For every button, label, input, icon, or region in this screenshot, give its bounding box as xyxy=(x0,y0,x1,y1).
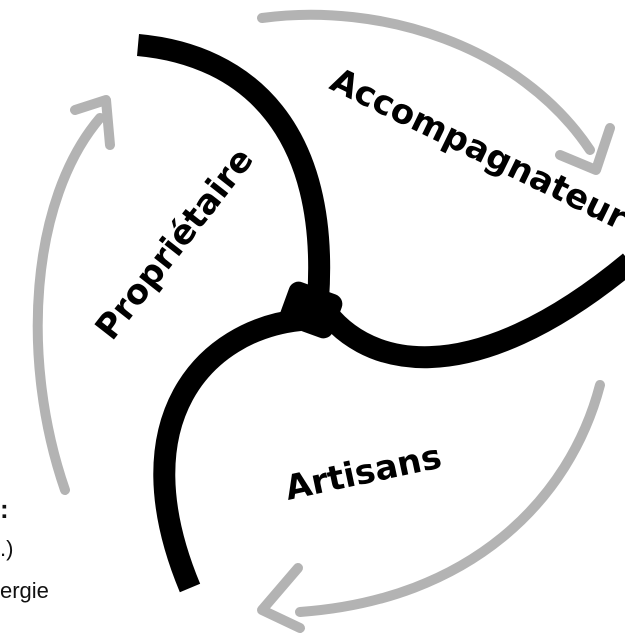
arm-right xyxy=(318,262,625,357)
role-label-proprietaire: Propriétaire xyxy=(88,140,262,347)
arrowhead-bottom-icon xyxy=(262,568,300,628)
central-knot xyxy=(138,45,625,588)
partial-text-line-3: ergie xyxy=(0,578,49,603)
arm-bottom-left xyxy=(164,320,300,588)
partial-text-line-1: : xyxy=(0,494,9,524)
cycle-arrow-left xyxy=(38,118,100,490)
cycle-arrow-bottom-right xyxy=(300,385,600,612)
role-label-artisans: Artisans xyxy=(282,437,445,509)
role-label-accompagnateur: Accompagnateur xyxy=(324,60,625,238)
partial-text-line-2: .) xyxy=(0,536,13,561)
